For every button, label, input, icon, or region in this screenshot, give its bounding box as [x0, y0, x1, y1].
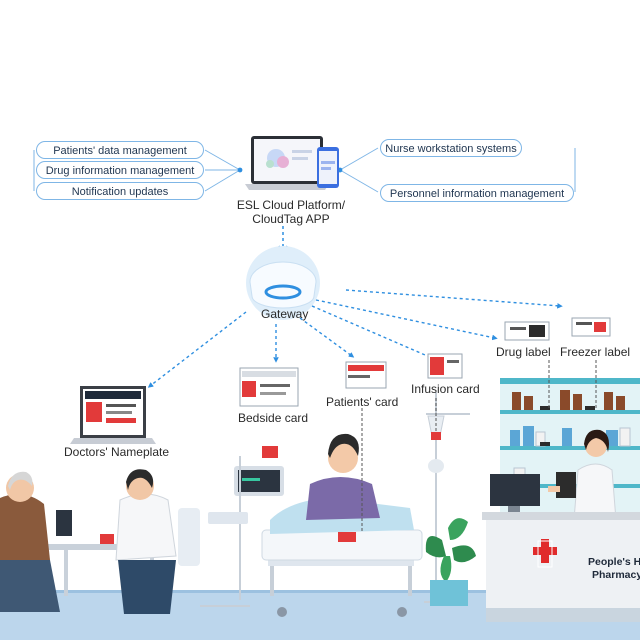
drug-label-label: Drug label	[496, 345, 551, 359]
platform-label-line2: CloudTag APP	[252, 212, 330, 226]
feature-patients-data: Patients' data management	[36, 141, 204, 159]
feature-notification-updates: Notification updates	[36, 182, 204, 200]
platform-devices-icon	[245, 136, 339, 190]
freezer-label-tag	[571, 317, 611, 410]
pharmacy-monitor	[490, 474, 540, 514]
gateway-icon	[246, 246, 320, 320]
pharmacy-sign-line1: People's Hospit	[588, 556, 640, 568]
consultation-scene	[0, 469, 200, 614]
infusion-card-label: Infusion card	[411, 382, 480, 396]
bedside-card-label: Bedside card	[238, 411, 309, 425]
bedside-card-tag	[239, 367, 299, 458]
patients-card-label: Patients' card	[326, 395, 399, 409]
platform-label-line1: ESL Cloud Platform/	[236, 198, 346, 212]
platform-label: ESL Cloud Platform/ CloudTag APP	[226, 198, 356, 226]
pharmacy-sign: People's Hospit Pharmacy	[588, 556, 640, 582]
feature-nurse-workstation: Nurse workstation systems	[380, 139, 522, 157]
pharmacy-counter	[482, 512, 640, 622]
pharmacy-sign-line2: Pharmacy	[592, 569, 640, 581]
feature-drug-information: Drug information management	[36, 161, 204, 179]
gateway-links	[147, 289, 563, 388]
hospital-bed-scene	[261, 433, 423, 617]
potted-plant	[425, 518, 476, 606]
patients-card-tag	[345, 361, 387, 532]
bedside-monitor	[200, 456, 284, 607]
doctors-nameplate-tag	[70, 386, 156, 444]
freezer-label-label: Freezer label	[560, 345, 631, 359]
gateway-label: Gateway	[261, 307, 309, 321]
pharmacist-figure	[548, 429, 617, 521]
feature-personnel-information: Personnel information management	[380, 184, 574, 202]
doctors-nameplate-label: Doctors' Nameplate	[64, 445, 169, 459]
infusion-card-tag	[427, 353, 463, 440]
feature-connectors	[33, 147, 576, 193]
drug-label-tag	[504, 321, 550, 408]
